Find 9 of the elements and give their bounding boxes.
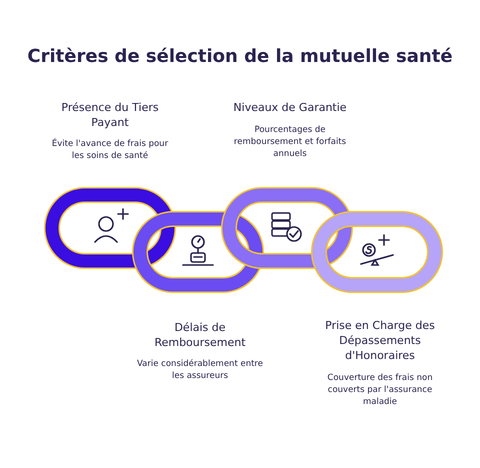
criterion-description: Pourcentages de remboursement et forfaits annuels [232,124,348,160]
criterion-heading: Niveaux de Garantie [232,100,348,115]
criterion-heading: Délais de Remboursement [153,320,247,350]
criterion-description: Évite l'avance de frais pour les soins de santé [50,138,170,162]
criterion-heading: Prise en Charge des Dépassements d'Honoraires [324,318,436,363]
criterion-heading: Présence du Tiers Payant [60,100,160,130]
title: Critères de sélection de la mutuelle santé [26,46,454,67]
criterion-description: Couverture des frais non couverts par l'assurance maladie [326,372,434,408]
criterion-description: Varie considérablement entre les assureurs [136,358,264,382]
